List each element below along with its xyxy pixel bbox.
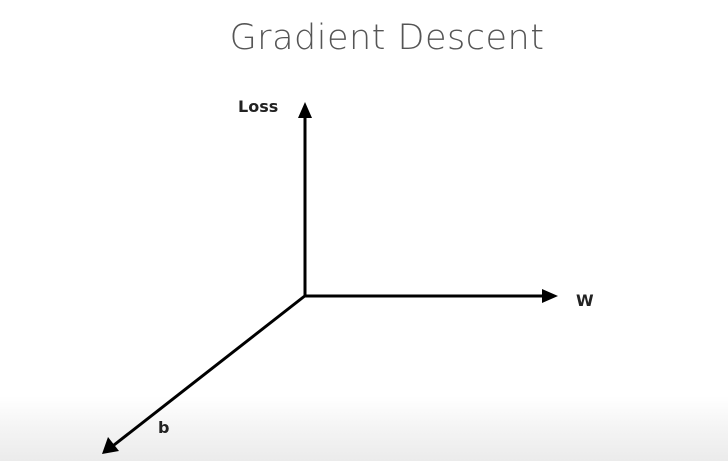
w-axis-arrowhead (542, 289, 558, 303)
b-axis-line (113, 293, 307, 447)
loss-axis-arrowhead (298, 102, 312, 118)
b-axis-arrowhead (102, 437, 119, 454)
loss-axis-label: Loss (238, 97, 278, 116)
slide-title: Gradient Descent (229, 18, 545, 58)
w-axis-label: W (576, 291, 594, 310)
b-axis-label: b (158, 418, 169, 437)
